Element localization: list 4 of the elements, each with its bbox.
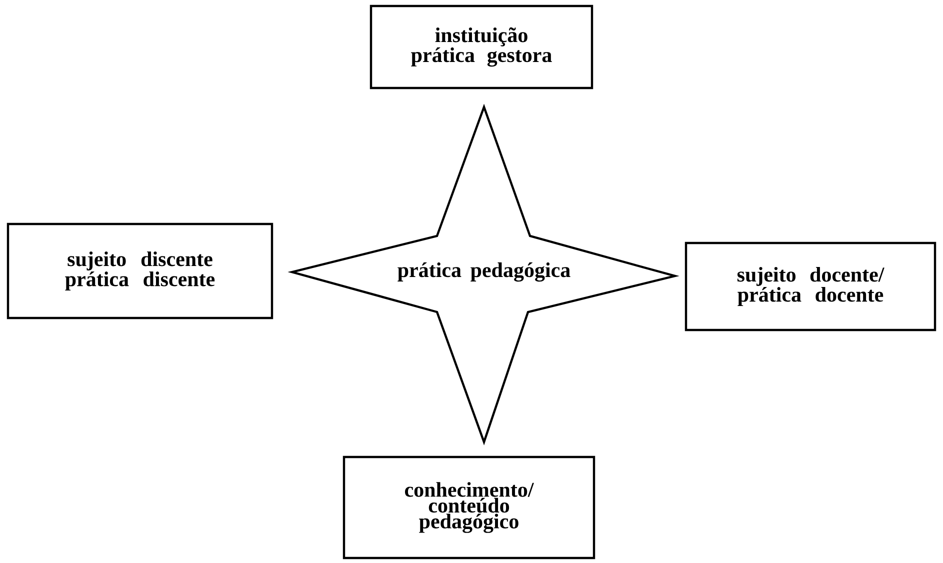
text-box: sujeito discente prática discente [6,222,274,320]
text-box: conhecimento/ conteúdo pedagógico [342,456,596,560]
text-box: sujeito docente/ prática docente [684,242,936,332]
text-box: instituição prática gestora [370,4,594,90]
